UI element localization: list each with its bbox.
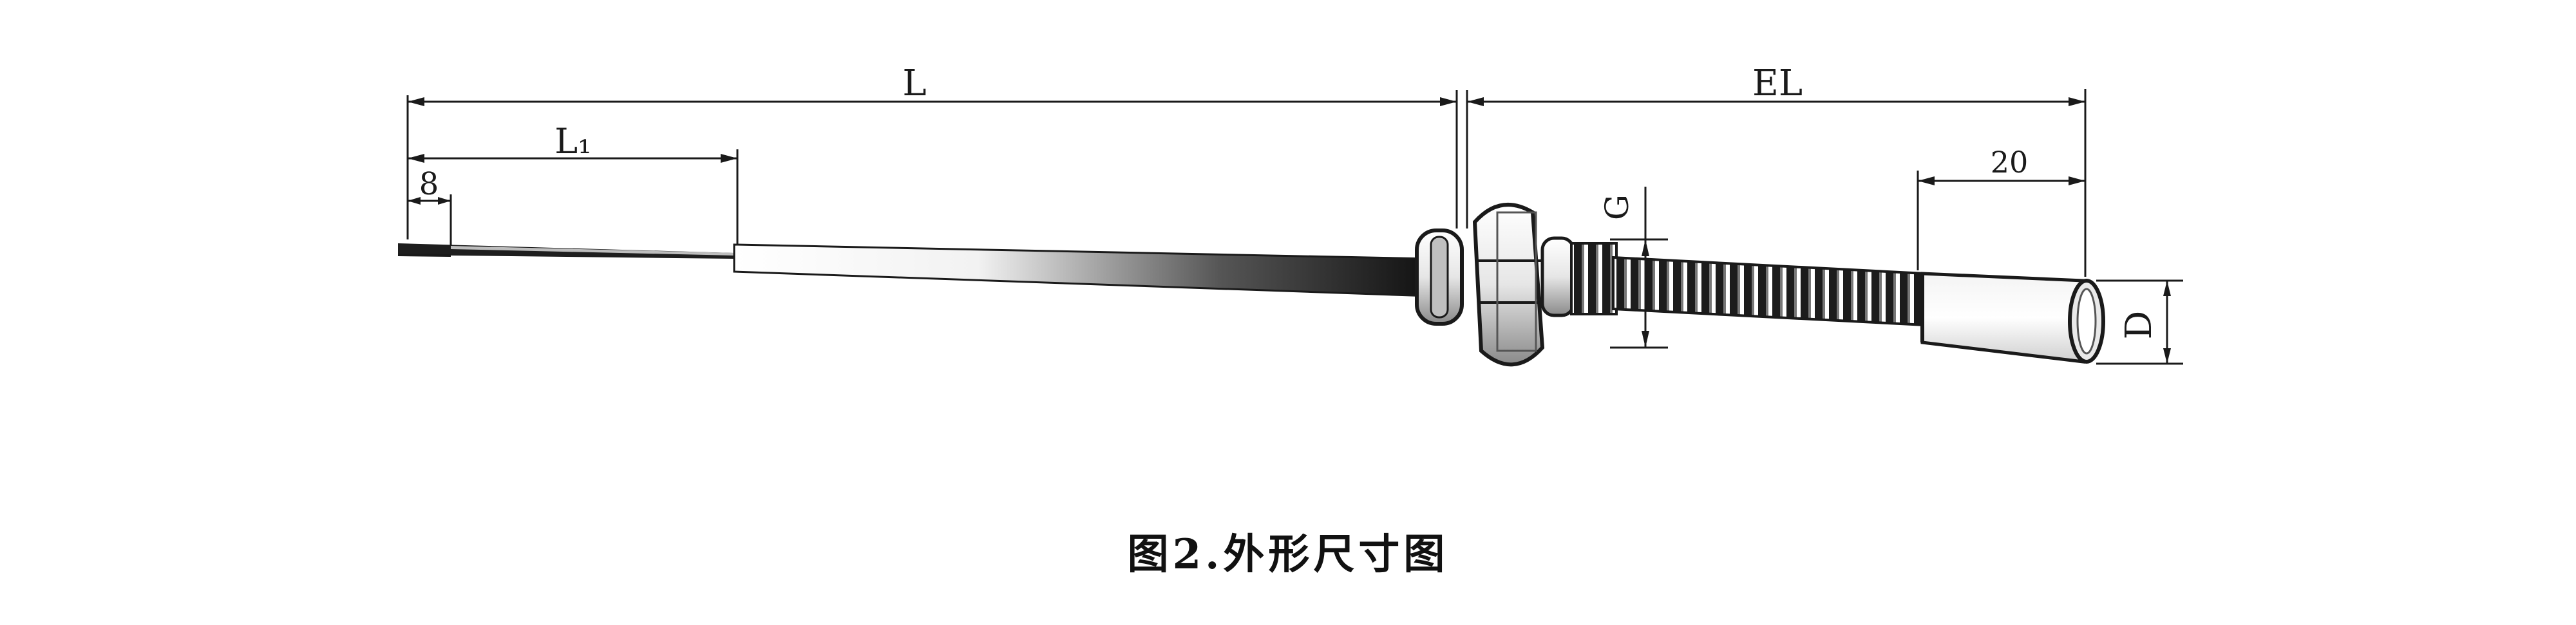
cable-sheath [733,243,1431,297]
washer [1415,229,1464,326]
lead-wire-light [451,246,734,256]
spring-armor [1612,256,1927,327]
dim-label-L: L [902,62,926,104]
dimension-labels: L EL L₁ 8 20 G D [419,62,2160,339]
dim-label-20: 20 [1991,145,2029,180]
dim-label-L1: L₁ [554,121,592,162]
threaded-fitting [1540,236,1618,317]
figure-caption: 图2.外形尺寸图 [1127,530,1449,579]
dim-label-D: D [2118,311,2160,340]
dimension-lines [406,89,2183,365]
dim-label-EL: EL [1752,62,1803,104]
dim-label-G: G [1598,194,1636,220]
dim-label-8: 8 [419,166,439,202]
probe-tube [1920,272,2105,364]
lead-wires [397,243,734,259]
hex-nut [1472,203,1545,367]
dimension-arrows [408,97,2171,364]
